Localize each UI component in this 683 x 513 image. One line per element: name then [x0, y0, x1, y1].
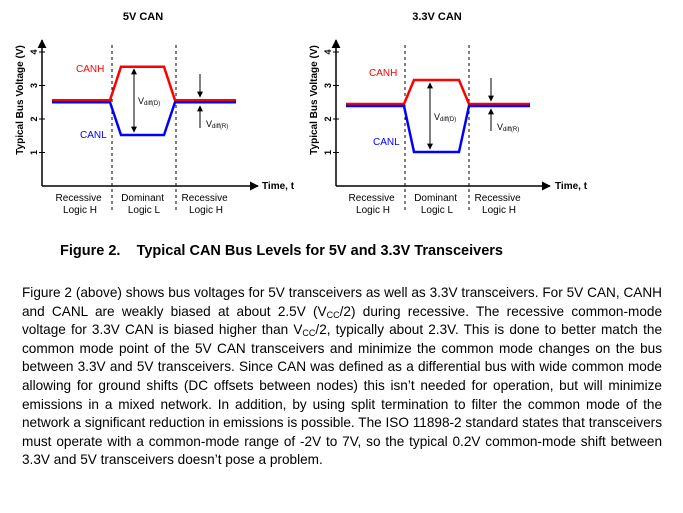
y-tick-label: 1 — [323, 150, 333, 155]
subscript: CC — [302, 328, 316, 339]
canl-trace — [52, 100, 236, 137]
canh-trace — [346, 78, 530, 106]
diagram-title: 3.3V CAN — [412, 11, 462, 23]
body-paragraph: Figure 2 (above) shows bus voltages for … — [22, 285, 663, 468]
y-axis-label: Typical Bus Voltage (V) — [15, 45, 26, 155]
diagram-5v-can: 5V CAN Typical Bus Voltage (V) Time, t 1… — [15, 11, 295, 216]
y-tick-label: 2 — [29, 116, 39, 121]
figure-number: Figure 2. — [60, 243, 121, 259]
y-tick-label: 3 — [323, 83, 333, 88]
y-ticks: 1 2 3 4 — [29, 49, 45, 155]
vdiff-r-label: Vdiff(R) — [497, 122, 519, 133]
y-ticks: 1 2 3 4 — [323, 49, 339, 155]
canl-label: CANL — [373, 137, 400, 148]
phase-2-label: Dominant Logic L — [414, 193, 460, 216]
phase-1-label: Recessive Logic H — [56, 193, 105, 216]
y-tick-label: 4 — [29, 49, 39, 54]
phase-1-label: Recessive Logic H — [349, 193, 398, 216]
phase-3-label: Recessive Logic H — [182, 193, 231, 216]
y-tick-label: 1 — [29, 150, 39, 155]
y-axis-label: Typical Bus Voltage (V) — [309, 45, 320, 155]
can-bus-levels-figure: 5V CAN Typical Bus Voltage (V) Time, t 1… — [15, 11, 588, 216]
canl-label: CANL — [80, 130, 107, 141]
canl-trace — [346, 104, 530, 154]
x-axis-label: Time, t — [555, 181, 588, 192]
x-axis-label: Time, t — [262, 181, 295, 192]
vdiff-d-label: Vdiff(D) — [434, 112, 456, 123]
canh-trace — [52, 65, 236, 102]
canh-label: CANH — [369, 68, 397, 79]
figure-title: Typical CAN Bus Levels for 5V and 3.3V T… — [136, 243, 503, 259]
diagram-title: 5V CAN — [123, 11, 163, 23]
phase-2-label: Dominant Logic L — [121, 193, 167, 216]
figure-caption: Figure 2. Typical CAN Bus Levels for 5V … — [60, 243, 660, 259]
canh-label: CANH — [76, 64, 104, 75]
phase-3-label: Recessive Logic H — [475, 193, 524, 216]
subscript: CC — [326, 309, 340, 320]
vdiff-r-label: Vdiff(R) — [206, 119, 228, 130]
y-tick-label: 4 — [323, 49, 333, 54]
y-tick-label: 2 — [323, 116, 333, 121]
y-tick-label: 3 — [29, 83, 39, 88]
diagram-3v3-can: 3.3V CAN Typical Bus Voltage (V) Time, t… — [309, 11, 588, 216]
vdiff-d-label: Vdiff(D) — [138, 96, 160, 107]
